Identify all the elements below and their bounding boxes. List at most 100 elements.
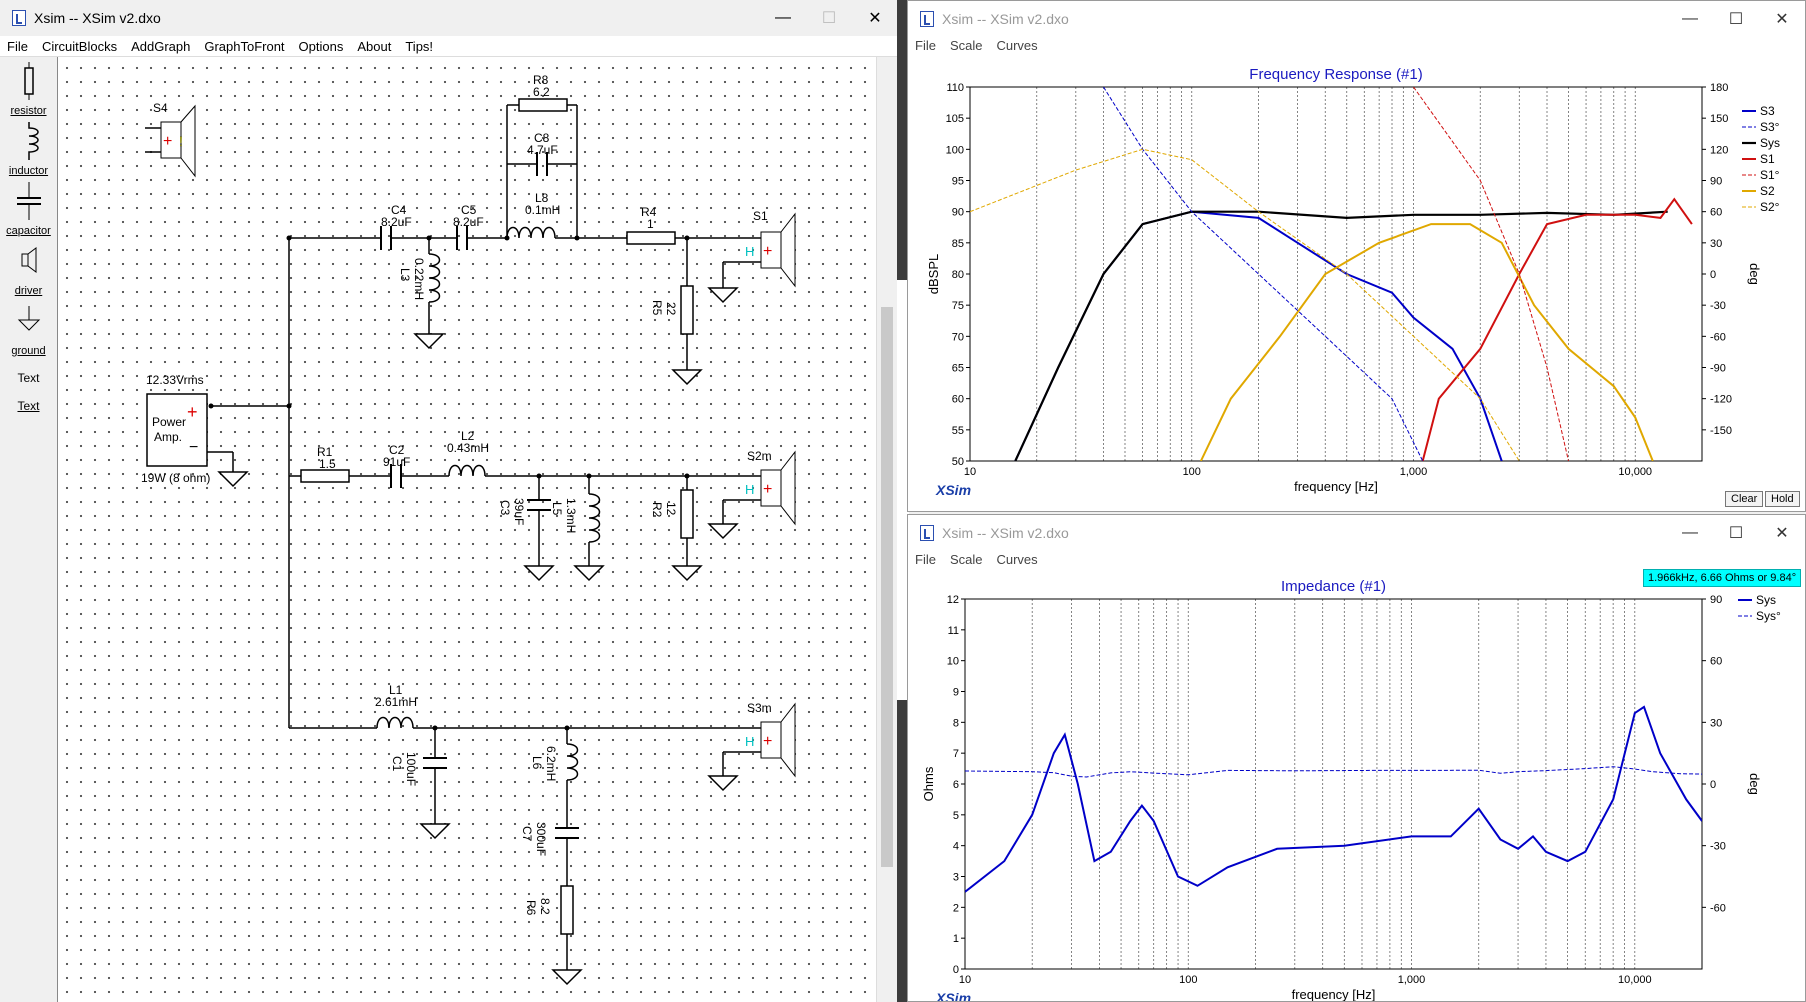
y2-axis-label: deg	[1747, 263, 1762, 285]
driver-s2-symbol[interactable]: + H	[745, 450, 796, 526]
x-tick-label: 10,000	[1618, 466, 1652, 478]
maximize-button[interactable]: ☐	[1728, 525, 1744, 542]
driver-s3-symbol[interactable]: + H	[745, 702, 796, 778]
value-l3: 0.22mH	[412, 258, 426, 300]
y-tick-label: 85	[952, 238, 964, 250]
close-button[interactable]: ✕	[868, 10, 882, 27]
freq-menubar: File Scale Curves	[908, 35, 1805, 55]
menu-graphtofront[interactable]: GraphToFront	[204, 38, 285, 54]
tool-label: ground	[11, 345, 46, 357]
hold-button[interactable]: Hold	[1765, 491, 1800, 507]
y-tick-label: 105	[946, 113, 964, 125]
label-s1: S1	[753, 209, 768, 223]
y2-tick-label: -60	[1710, 902, 1726, 914]
driver-s1-symbol[interactable]: + H	[745, 212, 796, 288]
y2-tick-label: -60	[1710, 331, 1726, 343]
menu-options[interactable]: Options	[298, 38, 344, 54]
tool-text-link[interactable]: Text	[0, 399, 57, 413]
minimize-button[interactable]: —	[775, 9, 791, 26]
label-c8: C8	[534, 131, 550, 145]
driver-icon	[21, 247, 36, 273]
menu-curves[interactable]: Curves	[996, 37, 1038, 53]
tool-text[interactable]: Text	[0, 371, 57, 385]
value-l8: 0.1mH	[525, 203, 560, 217]
schematic-titlebar[interactable]: Xsim -- XSim v2.dxo — ☐ ✕	[0, 0, 898, 36]
legend-entry: Sys	[1760, 136, 1780, 150]
label-c2: C2	[389, 443, 405, 457]
menu-addgraph[interactable]: AddGraph	[131, 38, 191, 54]
menu-circuitblocks[interactable]: CircuitBlocks	[41, 38, 118, 54]
minimize-button[interactable]: —	[1682, 524, 1698, 541]
label-r8: R8	[533, 73, 549, 87]
y2-tick-label: 150	[1710, 113, 1728, 125]
y2-tick-label: -150	[1710, 425, 1732, 437]
resistor-icon	[23, 62, 34, 100]
schematic-menubar: File CircuitBlocks AddGraph GraphToFront…	[0, 36, 898, 57]
menu-file[interactable]: File	[915, 551, 936, 567]
y2-tick-label: 30	[1710, 238, 1722, 250]
y2-tick-label: -30	[1710, 300, 1726, 312]
close-button[interactable]: ✕	[1775, 11, 1789, 28]
y2-tick-label: 60	[1710, 656, 1722, 668]
legend-entry: Sys	[1756, 593, 1776, 607]
tool-capacitor[interactable]: capacitor	[0, 182, 57, 237]
cursor-readout: 1.966kHz, 6.66 Ohms or 9.84°	[1643, 569, 1802, 587]
label-l2: L2	[461, 429, 475, 443]
label-l8: L8	[535, 191, 549, 205]
y-tick-label: 65	[952, 363, 964, 375]
imp-menubar: File Scale Curves	[908, 549, 1805, 569]
legend-entry: S2	[1760, 184, 1775, 198]
impedance-chart[interactable]: Impedance (#1)0123456789101112-60-300306…	[908, 573, 1806, 1002]
menu-file[interactable]: File	[7, 38, 28, 54]
text-link-icon: Text	[17, 399, 40, 413]
y-tick-label: 9	[953, 687, 959, 699]
series-line-sys	[1014, 210, 1668, 461]
close-button[interactable]: ✕	[1775, 525, 1789, 542]
label-c3: C3	[498, 500, 512, 516]
component-toolbox: resistor inductor capacitor driver groun…	[0, 57, 57, 1002]
scrollbar-thumb[interactable]	[881, 307, 893, 867]
plot-frame	[964, 598, 1703, 970]
value-r6: 8.2	[538, 898, 552, 915]
driver-s4-symbol[interactable]: + !	[160, 104, 196, 178]
y2-tick-label: -120	[1710, 394, 1732, 406]
value-r1: 1.5	[319, 457, 336, 471]
tool-resistor[interactable]: resistor	[0, 62, 57, 117]
x-tick-label: 10	[964, 466, 976, 478]
ground-icon	[17, 306, 40, 331]
schematic-scrollbar[interactable]	[876, 57, 897, 1002]
tool-driver[interactable]: driver	[0, 242, 57, 297]
menu-curves[interactable]: Curves	[996, 551, 1038, 567]
tool-ground[interactable]: ground	[0, 302, 57, 357]
minimize-button[interactable]: —	[1682, 10, 1698, 27]
impedance-window: Xsim -- XSim v2.dxo — ☐ ✕ File Scale Cur…	[907, 514, 1806, 1002]
value-c7: 300uF	[534, 822, 548, 856]
x-tick-label: 10	[959, 974, 971, 986]
y2-tick-label: -30	[1710, 841, 1726, 853]
menu-tips[interactable]: Tips!	[405, 38, 434, 54]
label-l1: L1	[389, 683, 403, 697]
frequency-response-chart[interactable]: Frequency Response (#1)50556065707580859…	[908, 59, 1806, 509]
menu-scale[interactable]: Scale	[949, 551, 983, 567]
menu-file[interactable]: File	[915, 37, 936, 53]
y-tick-label: 5	[953, 810, 959, 822]
maximize-button[interactable]: ☐	[1728, 11, 1744, 28]
menu-about[interactable]: About	[357, 38, 392, 54]
y-tick-label: 80	[952, 269, 964, 281]
label-s3: S3m	[747, 701, 772, 715]
imp-titlebar[interactable]: Xsim -- XSim v2.dxo — ☐ ✕	[908, 515, 1805, 551]
schematic-canvas[interactable]: + − + ! + H + H	[57, 57, 877, 1002]
y-tick-label: 7	[953, 748, 959, 760]
legend-entry: S3	[1760, 104, 1775, 118]
maximize-button[interactable]: ☐	[821, 10, 837, 27]
menu-scale[interactable]: Scale	[949, 37, 983, 53]
y2-tick-label: 120	[1710, 144, 1728, 156]
label-c5: C5	[461, 203, 477, 217]
series-line-sys	[965, 705, 1702, 893]
freq-titlebar[interactable]: Xsim -- XSim v2.dxo — ☐ ✕	[908, 1, 1805, 37]
clear-button[interactable]: Clear	[1725, 491, 1764, 507]
tool-inductor[interactable]: inductor	[0, 122, 57, 177]
y-tick-label: 3	[953, 872, 959, 884]
value-l6: 6.2mH	[544, 746, 558, 781]
tool-label: resistor	[10, 105, 47, 117]
